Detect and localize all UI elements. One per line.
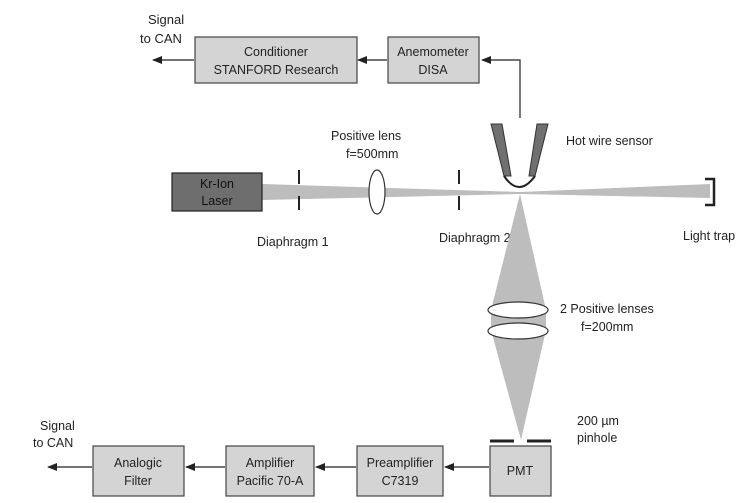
laser-label-line2: Laser [201, 194, 232, 208]
signal-bottom-label-line2: to CAN [33, 436, 73, 450]
signal-bottom-label-line1: Signal [40, 419, 75, 433]
anemometer-label-line2: DISA [418, 63, 448, 77]
arrow-sensor-to-anemometer [481, 56, 521, 118]
scattered-light-cone-upper [491, 194, 546, 310]
hot-wire-prong-left [490, 123, 512, 177]
positive-lens-label-line1: Positive lens [331, 129, 401, 143]
pinhole-label-line1: 200 µm [577, 414, 619, 428]
light-trap-label: Light trap [683, 229, 735, 243]
filter-label-line2: Filter [124, 474, 152, 488]
pmt-box [489, 445, 552, 497]
light-trap [705, 177, 716, 207]
preamplifier-box [356, 445, 444, 497]
signal-top-label-line1: Signal [148, 12, 184, 27]
anemometer-box [387, 36, 480, 84]
laser-label-line1: Kr-Ion [200, 177, 234, 191]
amplifier-label-line1: Amplifier [246, 456, 295, 470]
hot-wire-label: Hot wire sensor [566, 134, 653, 148]
preamplifier-label-line2: C7319 [382, 474, 419, 488]
kr-ion-laser-box [171, 172, 263, 212]
laser-beam [262, 184, 710, 200]
lenses-label-line1: 2 Positive lenses [560, 302, 654, 316]
positive-lens-a [487, 301, 549, 319]
conditioner-label-line1: Conditioner [244, 45, 308, 59]
filter-label-line1: Analogic [114, 456, 162, 470]
amplifier-box [225, 445, 315, 497]
pmt-label: PMT [507, 464, 534, 478]
analogic-filter-box [92, 445, 185, 497]
positive-lens [368, 169, 386, 215]
signal-top-label-line2: to CAN [140, 31, 182, 46]
amplifier-label-line2: Pacific 70-A [237, 474, 304, 488]
diaphragm-2-label: Diaphragm 2 [439, 231, 511, 245]
conditioner-label-line2: STANFORD Research [214, 63, 339, 77]
pinhole-label-line2: pinhole [577, 431, 617, 445]
preamplifier-label-line1: Preamplifier [367, 456, 434, 470]
positive-lens-b [487, 322, 549, 340]
diaphragm-1-label: Diaphragm 1 [257, 235, 329, 249]
hot-wire-prong-right [528, 123, 549, 177]
anemometer-label-line1: Anemometer [397, 45, 469, 59]
hot-wire-filament [503, 175, 536, 188]
positive-lens-label-line2: f=500mm [346, 147, 398, 161]
lenses-label-line2: f=200mm [581, 320, 633, 334]
scattered-light-cone-lower [491, 330, 546, 440]
